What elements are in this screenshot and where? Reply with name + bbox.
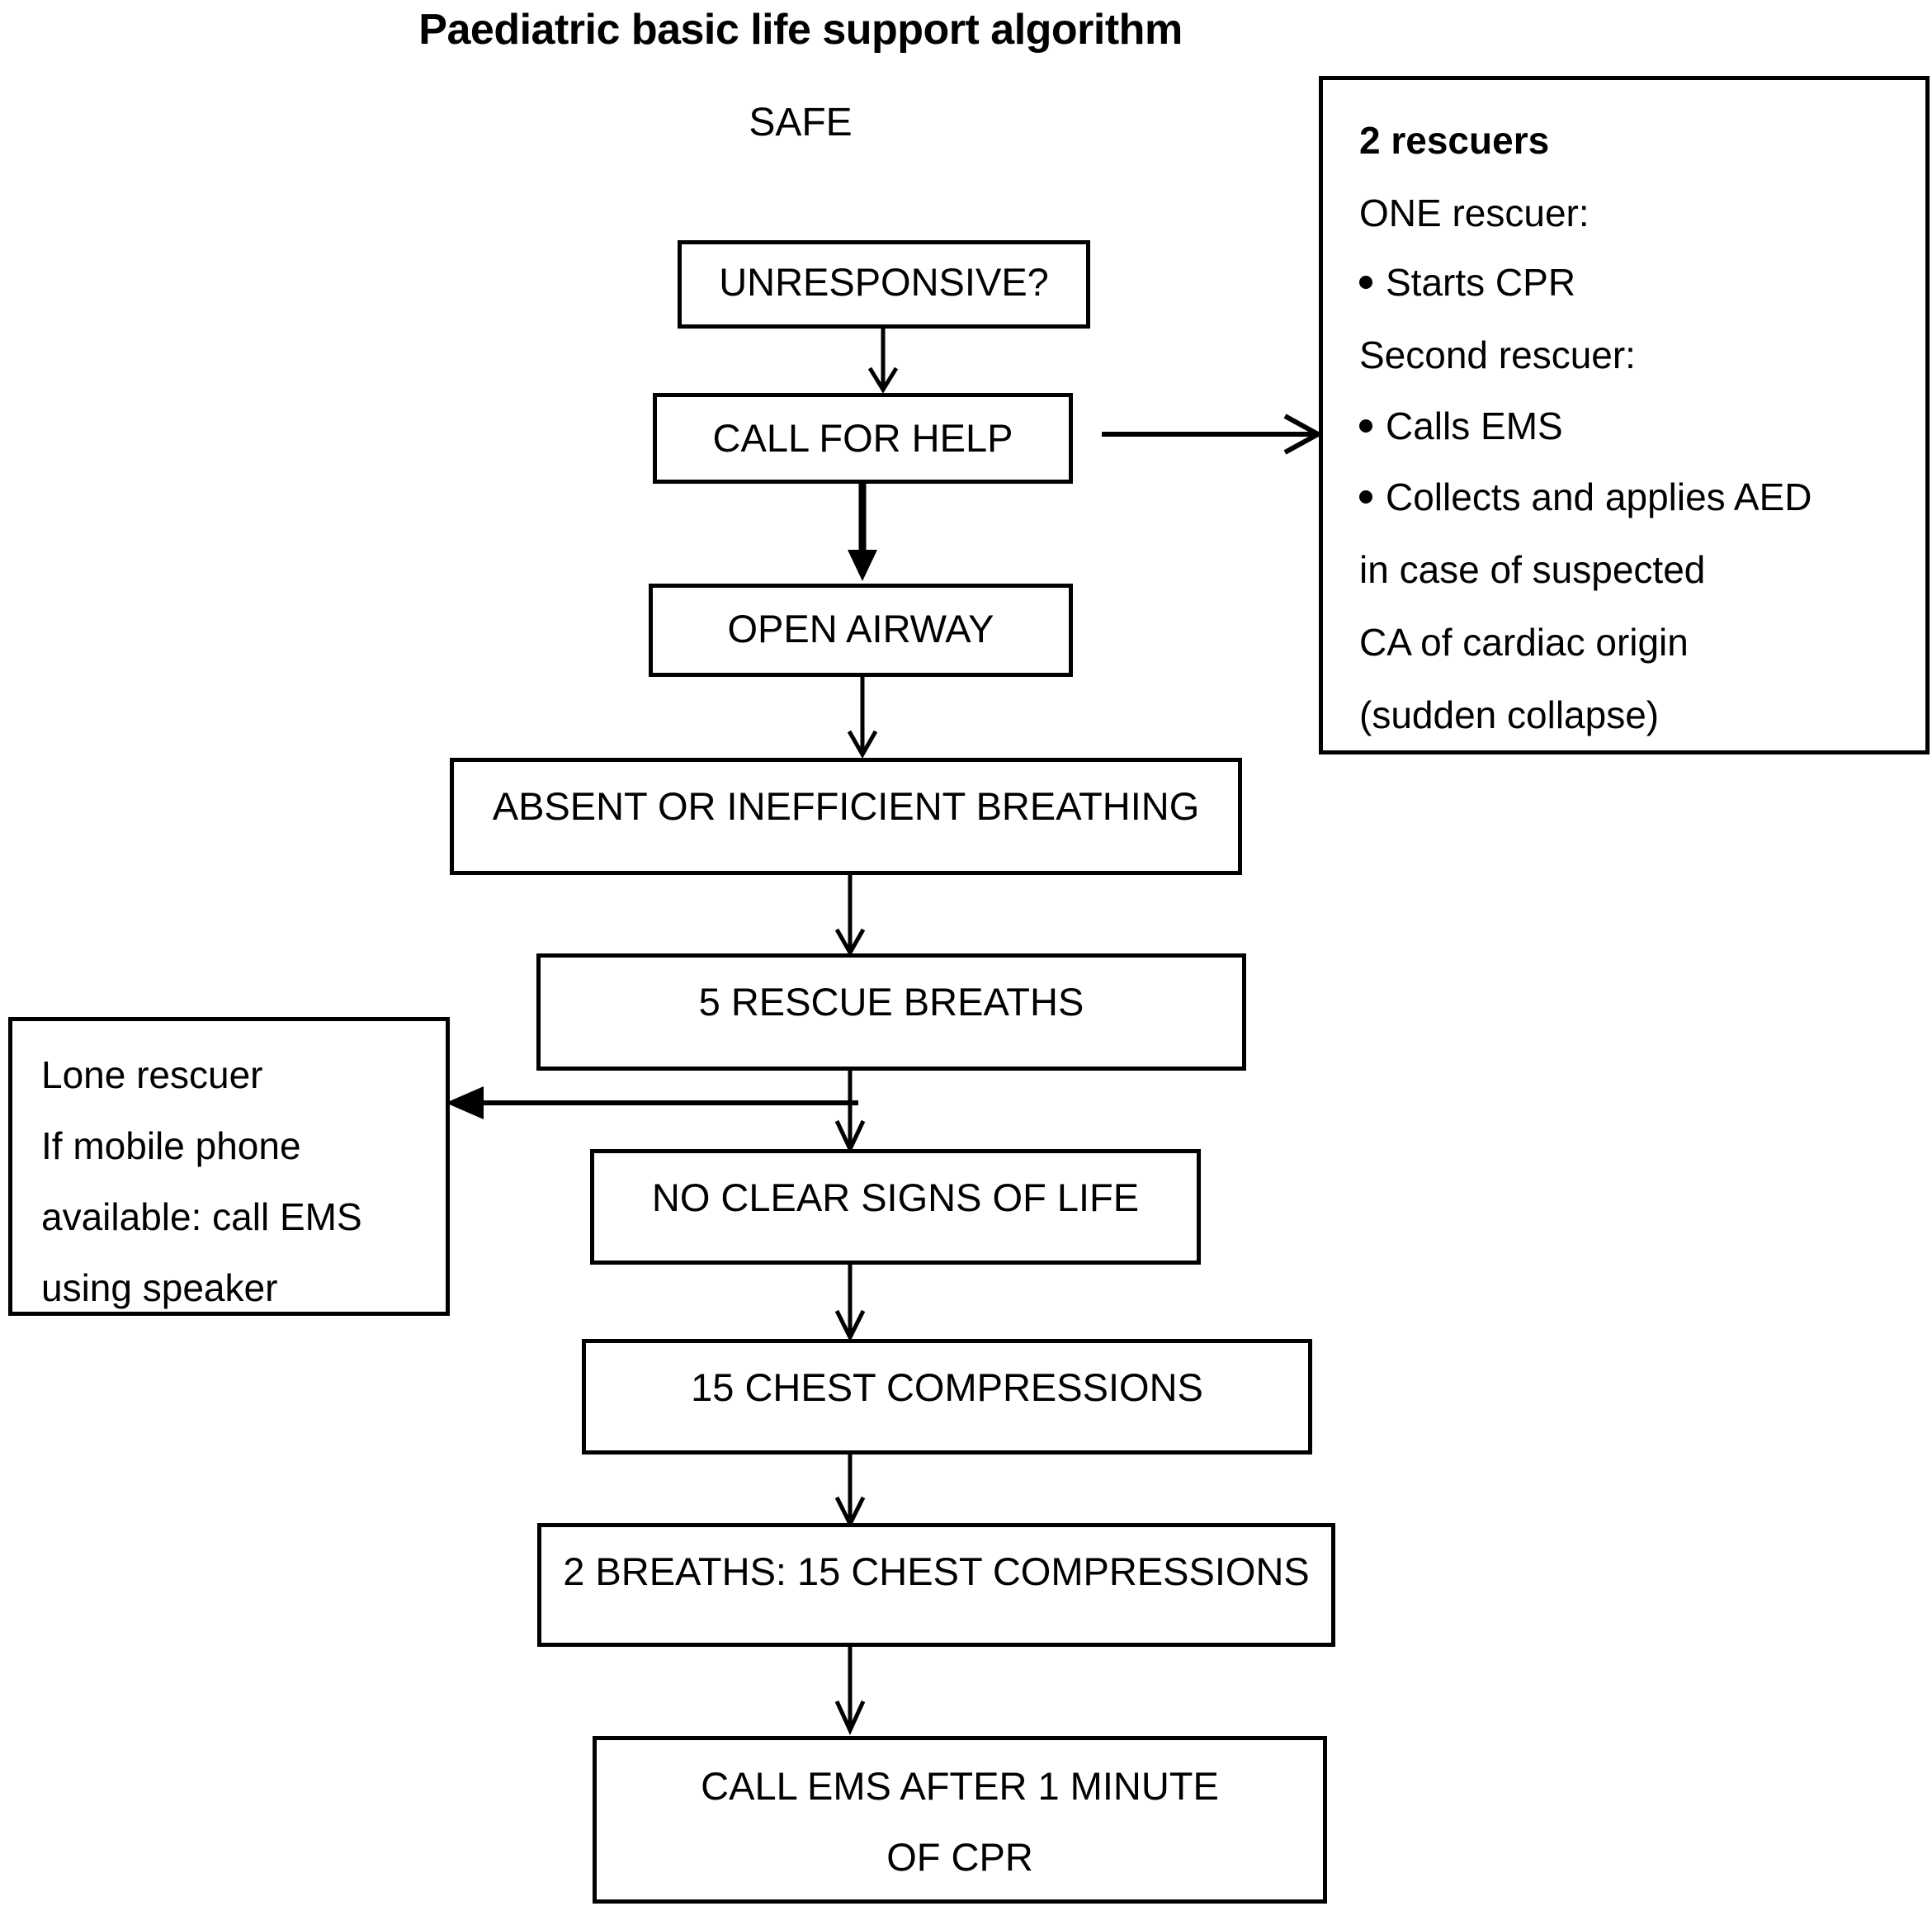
lone-rescuer-line-3: available: call EMS xyxy=(41,1195,362,1238)
arrow-call-for-help-to-open-airway xyxy=(848,484,877,581)
lone-rescuer-note: Lone rescuer If mobile phone available: … xyxy=(8,1017,450,1316)
second-rescuer-label: Second rescuer: xyxy=(1359,333,1636,376)
node-chest-compressions-label: 15 CHEST COMPRESSIONS xyxy=(691,1365,1203,1409)
node-breaths-compressions-label: 2 BREATHS: 15 CHEST COMPRESSIONS xyxy=(563,1549,1310,1593)
second-rescuer-bullet-collects-aed: Collects and applies AED xyxy=(1359,478,1812,516)
one-rescuer-bullet-starts-cpr-label: Starts CPR xyxy=(1386,261,1576,304)
one-rescuer-bullet-starts-cpr: Starts CPR xyxy=(1359,263,1575,301)
two-rescuers-tail-line-1: in case of suspected xyxy=(1359,548,1706,591)
lone-rescuer-line-2: If mobile phone xyxy=(41,1124,301,1167)
node-absent-breathing: ABSENT OR INEFFICIENT BREATHING xyxy=(450,758,1242,875)
one-rescuer-label: ONE rescuer: xyxy=(1359,192,1590,234)
node-absent-breathing-label: ABSENT OR INEFFICIENT BREATHING xyxy=(492,784,1200,828)
arrow-call-for-help-to-two-rescuers xyxy=(1102,414,1324,455)
bullet-icon xyxy=(1359,419,1372,433)
second-rescuer-bullet-calls-ems-label: Calls EMS xyxy=(1386,404,1563,447)
node-no-signs-of-life: NO CLEAR SIGNS OF LIFE xyxy=(590,1149,1201,1265)
second-rescuer-bullet-calls-ems: Calls EMS xyxy=(1359,407,1563,445)
second-rescuer-bullet-collects-aed-label: Collects and applies AED xyxy=(1386,475,1812,518)
lone-rescuer-line-1: Lone rescuer xyxy=(41,1053,263,1096)
node-no-signs-of-life-label: NO CLEAR SIGNS OF LIFE xyxy=(651,1175,1140,1219)
arrow-open-airway-to-absent-breathing xyxy=(847,677,878,759)
page-title: Paediatric basic life support algorithm xyxy=(418,6,1183,54)
two-rescuers-heading: 2 rescuers xyxy=(1359,119,1550,162)
node-call-for-help: CALL FOR HELP xyxy=(653,393,1073,484)
safe-label: SAFE xyxy=(749,101,853,144)
node-rescue-breaths-label: 5 RESCUE BREATHS xyxy=(698,980,1084,1024)
node-chest-compressions: 15 CHEST COMPRESSIONS xyxy=(582,1339,1312,1455)
two-rescuers-tail-line-2: CA of cardiac origin xyxy=(1359,621,1689,664)
node-unresponsive-label: UNRESPONSIVE? xyxy=(719,260,1049,304)
arrow-no-signs-of-life-to-chest-compressions xyxy=(834,1265,866,1342)
node-rescue-breaths: 5 RESCUE BREATHS xyxy=(536,953,1246,1071)
two-rescuers-tail-line-3: (sudden collapse) xyxy=(1359,693,1660,736)
arrow-chest-compressions-to-breaths-compressions xyxy=(834,1455,866,1529)
bullet-icon xyxy=(1359,275,1372,289)
arrow-rescue-breaths-to-lone-rescuer xyxy=(446,1086,858,1119)
lone-rescuer-line-4: using speaker xyxy=(41,1266,278,1309)
node-call-ems: CALL EMS AFTER 1 MINUTE OF CPR xyxy=(593,1736,1327,1904)
node-call-for-help-label: CALL FOR HELP xyxy=(712,416,1013,460)
node-open-airway-label: OPEN AIRWAY xyxy=(727,607,994,650)
arrow-unresponsive-to-call-for-help xyxy=(867,329,899,394)
node-breaths-compressions: 2 BREATHS: 15 CHEST COMPRESSIONS xyxy=(537,1523,1335,1647)
arrow-absent-breathing-to-rescue-breaths xyxy=(834,875,866,958)
arrow-breaths-compressions-to-call-ems xyxy=(834,1647,866,1736)
two-rescuers-note: 2 rescuers ONE rescuer: Starts CPR Secon… xyxy=(1319,76,1930,754)
node-call-ems-label-line2: OF CPR xyxy=(886,1835,1033,1879)
bullet-icon xyxy=(1359,490,1372,504)
node-call-ems-label-line1: CALL EMS AFTER 1 MINUTE xyxy=(701,1764,1219,1808)
node-unresponsive: UNRESPONSIVE? xyxy=(678,240,1090,329)
node-open-airway: OPEN AIRWAY xyxy=(649,584,1073,677)
